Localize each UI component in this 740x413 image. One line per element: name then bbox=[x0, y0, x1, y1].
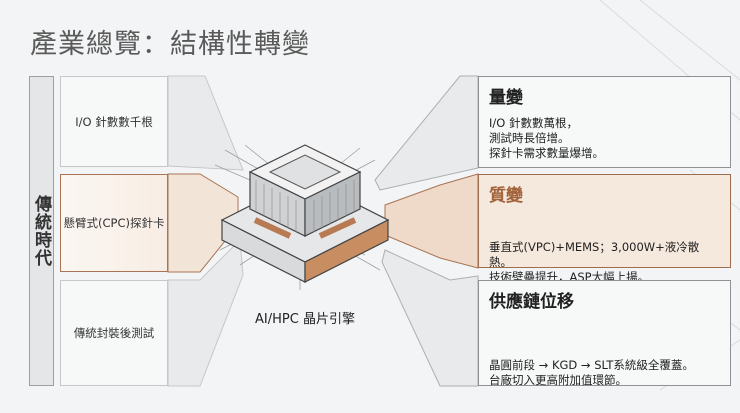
quality-line: 垂直式(VPC)+MEMS；3,000W+液冷散熱。 bbox=[489, 240, 700, 269]
supply-chain-line: 晶圓前段 → KGD → SLT系統級全覆蓋。 bbox=[489, 358, 694, 372]
traditional-cpc-box: 懸臂式(CPC)探針卡 bbox=[60, 174, 168, 272]
page-title: 產業總覽：結構性轉變 bbox=[30, 29, 310, 60]
quantity-line: 探針卡需求數量爆增。 bbox=[489, 146, 604, 160]
quantity-change-title: 量變 bbox=[489, 88, 523, 108]
quantity-line: 測試時長倍增。 bbox=[489, 131, 570, 145]
quality-change-title: 質變 bbox=[489, 186, 523, 206]
supply-chain-line: 台廠切入更高附加值環節。 bbox=[489, 373, 627, 387]
supply-chain-box: 供應鏈位移 晶圓前段 → KGD → SLT系統級全覆蓋。 台廠切入更高附加值環… bbox=[478, 280, 731, 387]
supply-chain-title: 供應鏈位移 bbox=[489, 292, 574, 312]
traditional-test-box: 傳統封裝後測試 bbox=[60, 280, 168, 386]
chip-illustration bbox=[214, 144, 390, 290]
traditional-io-box: I/O 針數數千根 bbox=[60, 76, 168, 167]
traditional-era-label: 傳統時代 bbox=[29, 76, 54, 386]
quantity-line: I/O 針數數萬根， bbox=[489, 116, 578, 130]
quality-change-box: 質變 垂直式(VPC)+MEMS；3,000W+液冷散熱。 技術壁壘提升，ASP… bbox=[478, 174, 731, 284]
quantity-change-box: 量變 I/O 針數數萬根， 測試時長倍增。 探針卡需求數量爆增。 bbox=[478, 76, 731, 168]
chip-label: AI/HPC 晶片引擎 bbox=[255, 312, 355, 327]
